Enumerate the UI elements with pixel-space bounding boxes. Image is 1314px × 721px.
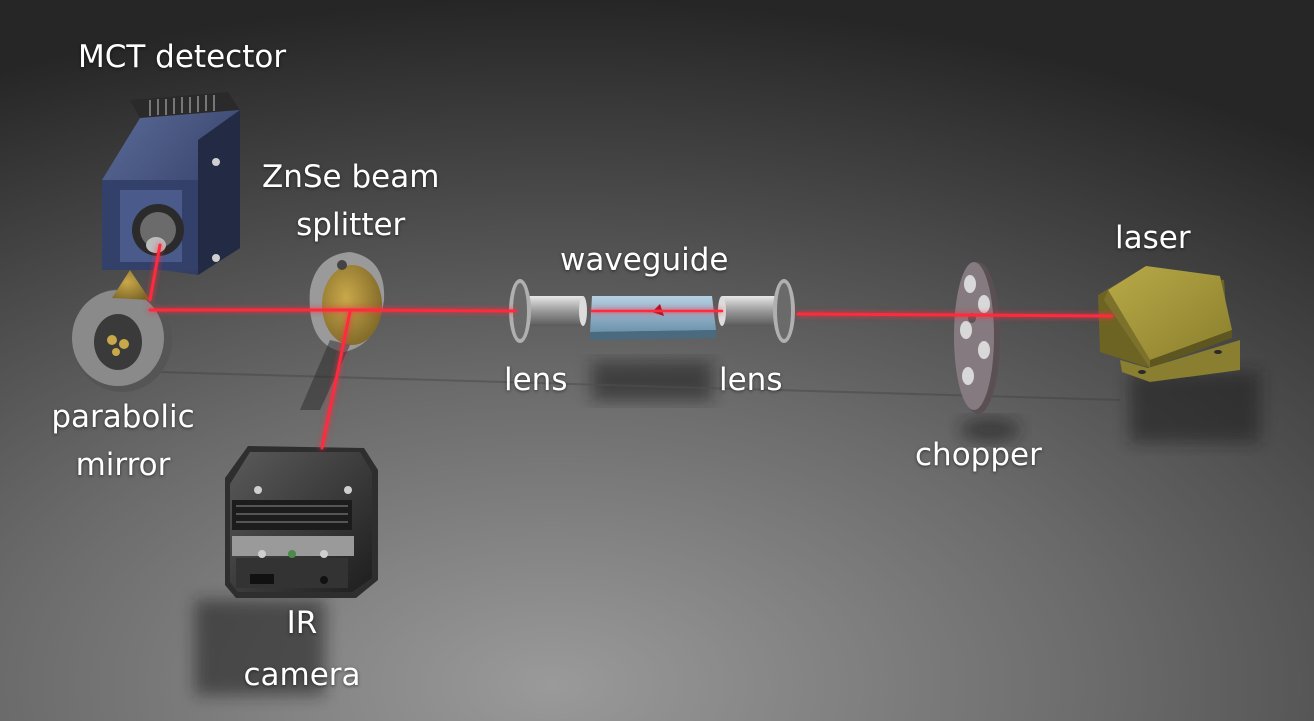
ir-camera-label-line1: IR bbox=[286, 605, 318, 641]
label-ir-camera: IR camera bbox=[238, 603, 366, 695]
lens-left-label: lens bbox=[504, 362, 568, 398]
waveguide-label: waveguide bbox=[560, 242, 729, 278]
parabolic-mirror bbox=[72, 270, 172, 392]
left-lens bbox=[509, 279, 587, 343]
znse-beam-splitter bbox=[300, 252, 385, 410]
chopper-label: chopper bbox=[915, 437, 1042, 473]
ir-camera bbox=[225, 446, 378, 598]
laser-beam-paths bbox=[148, 243, 1114, 450]
label-waveguide: waveguide bbox=[560, 240, 728, 280]
label-parabolic-mirror: parabolic mirror bbox=[44, 397, 202, 485]
chopper-wheel bbox=[954, 262, 1000, 414]
label-chopper: chopper bbox=[915, 435, 1042, 475]
label-znse-beam-splitter: ZnSe beam splitter bbox=[262, 157, 439, 245]
label-lens-left: lens bbox=[504, 360, 567, 400]
right-lens bbox=[718, 279, 795, 343]
ir-camera-label-line2: camera bbox=[243, 657, 361, 693]
mct-detector-label: MCT detector bbox=[78, 39, 287, 75]
parabolic-label-line1: parabolic bbox=[51, 399, 195, 435]
label-mct-detector: MCT detector bbox=[78, 37, 286, 77]
laser-housing bbox=[1098, 266, 1240, 382]
laser-label: laser bbox=[1115, 220, 1191, 256]
parabolic-label-line2: mirror bbox=[75, 447, 171, 483]
beam-splitter-label-line2: splitter bbox=[296, 207, 406, 243]
label-laser: laser bbox=[1115, 218, 1191, 258]
lens-right-label: lens bbox=[719, 362, 783, 398]
mct-detector bbox=[102, 92, 240, 275]
beam-splitter-label-line1: ZnSe beam bbox=[262, 159, 440, 195]
waveguide-chip bbox=[590, 296, 716, 340]
label-lens-right: lens bbox=[719, 360, 782, 400]
